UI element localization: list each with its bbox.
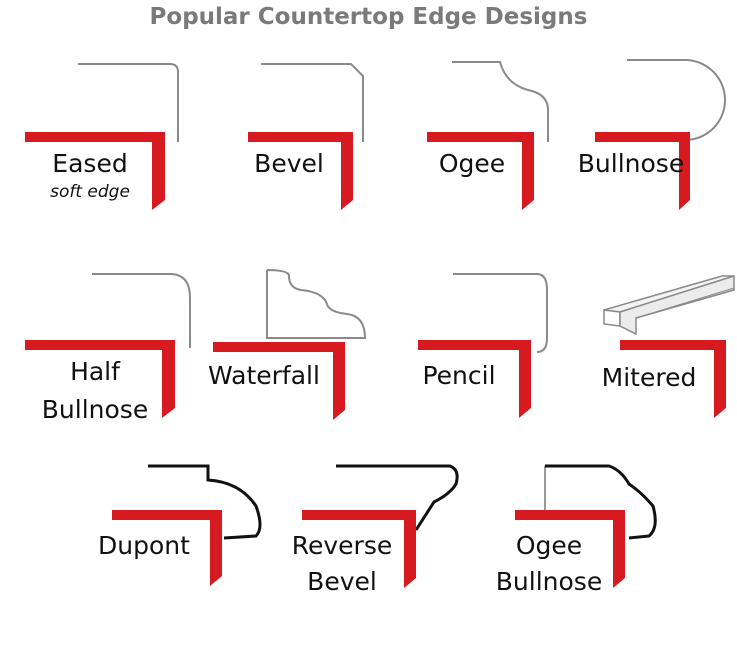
pencil-profile-drawing [418,273,548,418]
edge-label: Waterfall [208,361,320,390]
bevel-profile-drawing [248,63,364,210]
edge-reverse-bevel: Reverse Bevel [284,458,464,648]
page-title: Popular Countertop Edge Designs [149,4,588,30]
edge-ogee: Ogee [422,50,602,240]
ogee-bullnose-profile-drawing [515,464,657,588]
half-bullnose-profile-drawing [25,273,191,418]
edge-label: Half [70,357,120,386]
edge-pencil: Pencil [413,262,593,452]
edge-label: Ogee [515,531,583,560]
mitered-profile-drawing [603,274,735,418]
edge-label: Pencil [422,361,496,390]
edge-bullnose: Bullnose [575,50,737,240]
edge-label: Bevel [307,567,377,596]
dupont-profile-drawing [112,464,262,586]
edge-label: Mitered [601,363,697,392]
edge-label: Bullnose [577,149,685,178]
edge-note: soft edge [50,182,130,202]
edge-label: Bevel [254,149,324,178]
edge-label: Eased [52,149,128,178]
edge-label: Bullnose [495,567,603,596]
waterfall-profile-drawing [213,269,367,420]
edge-eased: Eased soft edge [20,50,200,240]
edge-label: Reverse [291,531,393,560]
bullnose-profile-drawing [595,59,726,210]
edge-mitered: Mitered [590,262,737,452]
edge-label: Bullnose [41,395,149,424]
edge-label: Dupont [98,531,190,560]
edge-ogee-bullnose: Ogee Bullnose [493,458,673,648]
edge-dupont: Dupont [90,458,270,648]
edge-waterfall: Waterfall [205,262,385,452]
edge-label: Ogee [438,149,506,178]
eased-profile-drawing [25,63,179,210]
ogee-profile-drawing [427,61,549,210]
edge-half-bullnose: Half Bullnose [20,262,200,452]
reverse-bevel-profile-drawing [302,464,459,588]
edge-bevel: Bevel [243,50,423,240]
